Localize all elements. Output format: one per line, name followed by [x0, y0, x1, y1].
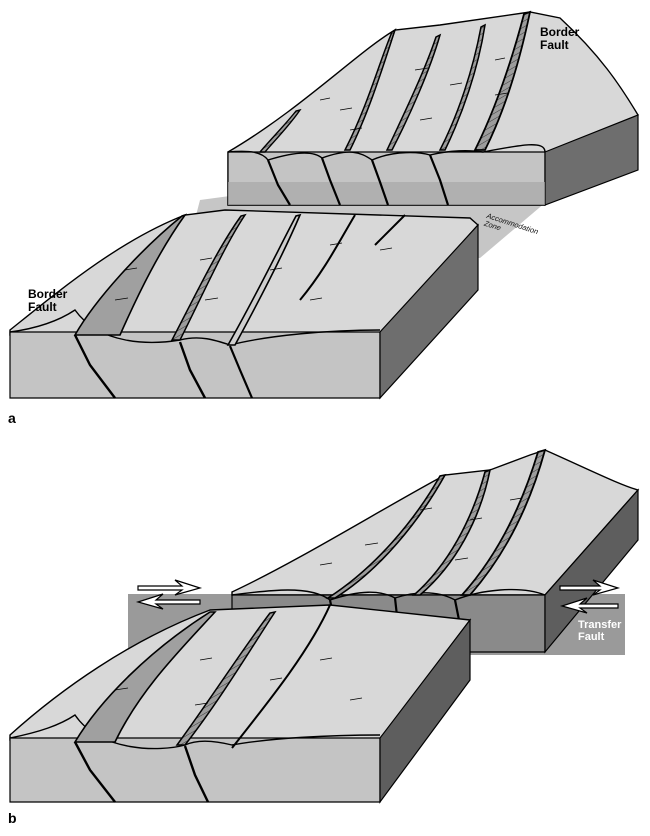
upper-fault-scarp-3: [438, 23, 486, 151]
upper-border-fault-label: Border Fault: [540, 26, 580, 51]
lower-fault-trace-2: [178, 341, 207, 399]
b-upper-block-side-face: [544, 488, 639, 654]
upper-border-fault-scarp: [473, 10, 532, 151]
transfer-fault-text: Transfer Fault: [578, 619, 622, 643]
b-upper-block-top-surface: [231, 449, 640, 596]
b-upper-fault-scarp-2: [411, 468, 492, 596]
panel-b-letter: b: [8, 810, 17, 826]
lower-border-fault-label: Border Fault: [28, 288, 68, 313]
b-lower-fault-scarp-2: [175, 610, 277, 746]
b-upper-fault-scarp-1: [325, 473, 447, 599]
upper-surface-ticks: [319, 57, 509, 131]
right-motion-arrows: [559, 579, 621, 614]
b-lower-fault-trace-2: [183, 745, 210, 803]
b-lower-fault-scarp-3: [231, 604, 331, 749]
lower-fault-trace-1: [73, 334, 116, 399]
upper-fault-trace-1: [266, 159, 291, 206]
upper-border-fault-text: Border Fault: [540, 25, 580, 52]
lower-border-fault-text: Border Fault: [28, 287, 68, 314]
lower-fault-scarp-2: [170, 213, 247, 341]
lower-block-front-face: [9, 331, 381, 399]
lower-fault-trace-3: [228, 345, 254, 399]
b-upper-block-surface-profile: [231, 588, 546, 601]
b-lower-border-fault-scarp: [73, 611, 217, 743]
b-lower-fault-trace-1: [73, 741, 116, 803]
lower-fault-scarp-4: [299, 214, 356, 301]
left-motion-arrows: [135, 579, 203, 610]
panel-a: [9, 10, 639, 400]
upper-fault-trace-4: [428, 154, 450, 206]
upper-fault-trace-2: [320, 157, 342, 206]
b-lower-surface-ticks: [114, 657, 363, 706]
panel-a-letter: a: [8, 410, 16, 426]
upper-fault-scarp-2: [385, 33, 442, 151]
lower-block-side-face: [379, 223, 479, 400]
upper-fault-scarp-1: [343, 28, 397, 151]
b-lower-block-side-face: [379, 618, 471, 804]
upper-block-basement-band: [228, 182, 545, 205]
upper-fault-trace-3: [370, 159, 390, 206]
panel-b: [9, 448, 640, 804]
lower-fault-scarp-3: [226, 213, 302, 346]
b-upper-fault-scarp-3: [459, 448, 547, 596]
lower-fault-scarp-5: [374, 214, 406, 246]
b-lower-block-front-face: [9, 737, 381, 803]
lower-surface-ticks: [114, 242, 393, 301]
upper-fault-scarp-4: [258, 108, 302, 153]
b-upper-surface-ticks: [319, 497, 523, 566]
transfer-fault-label: Transfer Fault: [578, 619, 622, 643]
lower-border-fault-scarp: [73, 213, 188, 336]
